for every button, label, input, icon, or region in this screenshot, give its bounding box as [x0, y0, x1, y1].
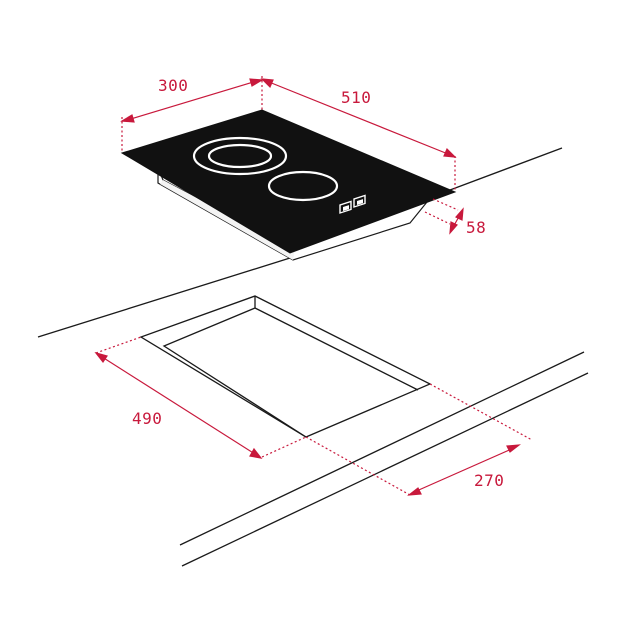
dim-label-width: 300 [158, 76, 188, 95]
hob-glass-top [120, 109, 457, 254]
dimensions [94, 76, 533, 496]
hob-body-shade [160, 180, 295, 260]
dim-height-arrow-bottom [449, 221, 458, 235]
dim-cutout-length-ext-top [95, 336, 142, 354]
dim-length-arrow-right [443, 147, 457, 158]
dim-cutout-width-ext-left [305, 436, 411, 496]
dim-height-arrow-top [455, 207, 464, 221]
hob [120, 109, 457, 261]
touch-control-icon [353, 194, 366, 208]
worktop-back-edge-right [449, 147, 563, 191]
dim-cutout-length-ext-bottom [261, 436, 307, 458]
dim-height-ext-top [432, 198, 459, 211]
dim-cutout-width-arrow-left [407, 487, 422, 496]
dim-cutout-length-arrow-top [94, 351, 108, 364]
cutout [139, 295, 432, 438]
dim-height-ext-bottom [424, 211, 451, 225]
cutout-inner-back [162, 296, 307, 438]
dim-cutout-width-arrow-right [506, 444, 521, 453]
dim-cutout-length-line [98, 354, 259, 457]
dim-label-cutout-length: 490 [132, 409, 162, 428]
worktop-front-edge-top [179, 351, 585, 546]
worktop-front-edge-bottom [181, 372, 589, 567]
dimension-labels: 300 510 58 490 270 [132, 76, 504, 490]
dim-width-line [123, 79, 261, 122]
worktop-back-edge [37, 257, 291, 338]
dim-cutout-length-arrow-bottom [249, 447, 263, 459]
dim-length-arrow-left [260, 78, 274, 89]
cooking-zone-large-outer-ring [192, 136, 288, 176]
dim-cutout-width-line [411, 446, 517, 494]
cooking-zone-small-ring [267, 170, 339, 202]
dim-label-cutout-width: 270 [474, 471, 504, 490]
dim-width-arrow-left [120, 114, 135, 123]
cutout-inner-right [254, 307, 419, 391]
dim-label-height: 58 [466, 218, 486, 237]
cooking-zone-large-inner-ring [207, 143, 273, 169]
dim-label-length: 510 [341, 88, 371, 107]
touch-control-icon [339, 200, 352, 214]
worktop [37, 147, 589, 567]
dim-length-line [263, 79, 454, 157]
dim-cutout-width-ext-right [429, 383, 533, 441]
dim-width-arrow-right [249, 78, 264, 87]
cutout-outline [139, 295, 432, 438]
